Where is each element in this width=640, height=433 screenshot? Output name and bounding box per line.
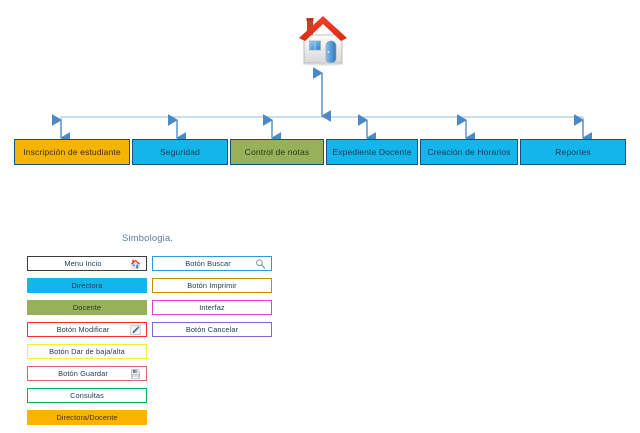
legend-item-label: Consultas [70, 391, 104, 400]
module-nodes-row: Inscripción de estudiante Seguridad Cont… [0, 139, 640, 167]
legend-item-label: Botón Cancelar [185, 325, 239, 334]
legend-item-boton-cancelar[interactable]: Botón Cancelar [152, 322, 272, 337]
node-label: Inscripción de estudiante [23, 147, 121, 157]
legend-title: Simbologia. [122, 232, 174, 243]
legend-item-label: Botón Buscar [185, 259, 231, 268]
legend-item-label: Docente [72, 303, 102, 312]
legend-item-boton-dar-de-baja-alta[interactable]: Botón Dar de baja/alta [27, 344, 147, 359]
legend-item-boton-buscar[interactable]: Botón Buscar [152, 256, 272, 271]
legend-item-directora[interactable]: Directora [27, 278, 147, 293]
node-control-de-notas[interactable]: Control de notas [230, 139, 324, 165]
root-node-home[interactable] [294, 8, 352, 70]
legend-item-interfaz[interactable]: Interfaz [152, 300, 272, 315]
legend-item-label: Botón Modificar [56, 325, 110, 334]
pencil-icon [130, 324, 141, 335]
node-inscripcion-de-estudiante[interactable]: Inscripción de estudiante [14, 139, 130, 165]
legend-item-label: Botón Guardar [58, 369, 108, 378]
house-icon [130, 258, 141, 269]
legend-item-boton-guardar[interactable]: Botón Guardar [27, 366, 147, 381]
node-label: Control de notas [244, 147, 310, 157]
house-icon [299, 16, 347, 66]
search-icon [255, 258, 266, 269]
save-icon [130, 368, 141, 379]
legend-item-label: Botón Dar de baja/alta [49, 347, 125, 356]
legend-item-label: Interfaz [199, 303, 225, 312]
legend-item-menu-inicio[interactable]: Menu Incio [27, 256, 147, 271]
node-seguridad[interactable]: Seguridad [132, 139, 228, 165]
legend-right-column: Botón Buscar Botón Imprimir Interfaz Bot… [152, 256, 272, 344]
legend-item-label: Directora/Docente [56, 413, 118, 422]
legend-item-directora-docente[interactable]: Directora/Docente [27, 410, 147, 425]
legend-item-label: Menu Incio [64, 259, 102, 268]
legend-item-consultas[interactable]: Consultas [27, 388, 147, 403]
legend-item-boton-imprimir[interactable]: Botón Imprimir [152, 278, 272, 293]
node-label: Expediente Docente [332, 147, 412, 157]
legend-item-label: Directora [71, 281, 103, 290]
node-label: Creación de Horarios [427, 147, 511, 157]
legend-left-column: Menu Incio Directora Docente Botón Modif… [27, 256, 147, 432]
node-label: Reportes [555, 147, 591, 157]
node-creacion-de-horarios[interactable]: Creación de Horarios [420, 139, 518, 165]
legend-item-label: Botón Imprimir [187, 281, 237, 290]
node-label: Seguridad [159, 147, 201, 157]
node-expediente-docente[interactable]: Expediente Docente [326, 139, 418, 165]
legend-item-boton-modificar[interactable]: Botón Modificar [27, 322, 147, 337]
node-reportes[interactable]: Reportes [520, 139, 626, 165]
legend-item-docente[interactable]: Docente [27, 300, 147, 315]
